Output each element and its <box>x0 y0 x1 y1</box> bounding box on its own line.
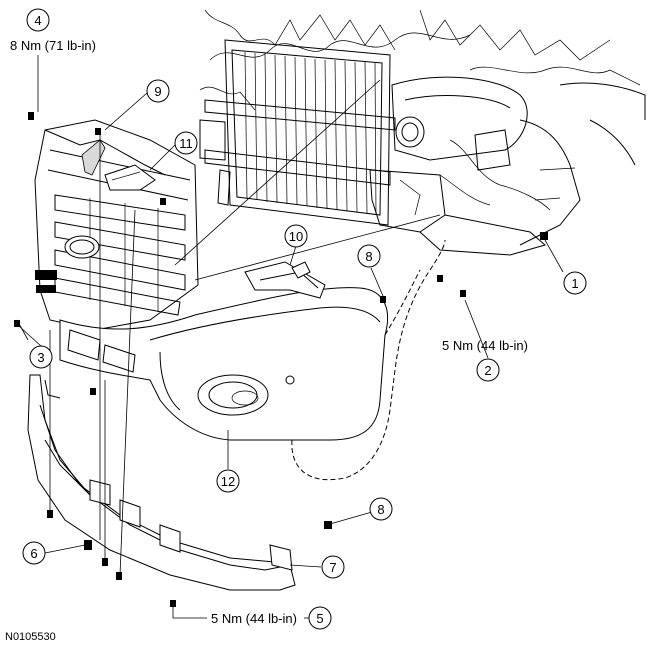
callout-7: 7 <box>321 555 345 579</box>
callout-6-label: 6 <box>30 546 37 561</box>
callout-8-lower: 8 <box>369 497 393 521</box>
alignment-lines <box>16 79 441 576</box>
callout-11-label: 11 <box>179 136 193 151</box>
callout-9: 9 <box>146 79 170 103</box>
callout-1-label: 1 <box>571 276 578 291</box>
callout-3: 3 <box>29 345 53 369</box>
callout-6: 6 <box>22 541 46 565</box>
callout-7-label: 7 <box>329 560 336 575</box>
bracket-9 <box>81 139 106 176</box>
grille-assembly <box>34 119 199 331</box>
callout-4: 4 <box>26 8 50 32</box>
callout-8-upper: 8 <box>357 244 381 268</box>
callout-2: 2 <box>476 358 500 382</box>
callout-8-upper-label: 8 <box>365 249 372 264</box>
callout-5-label: 5 <box>316 611 323 626</box>
callout-4-label: 4 <box>34 13 41 28</box>
bumper-cover <box>59 239 446 481</box>
callout-9-label: 9 <box>154 84 161 99</box>
callout-8-lower-label: 8 <box>377 502 384 517</box>
bracket-10 <box>244 261 326 299</box>
torque-spec-item4: 8 Nm (71 lb-in) <box>10 38 96 53</box>
callout-10: 10 <box>284 224 308 248</box>
callout-1: 1 <box>563 271 587 295</box>
callout-5: 5 <box>308 606 332 630</box>
vehicle-front-structure <box>199 9 646 256</box>
callout-11: 11 <box>174 131 198 155</box>
callout-12-label: 12 <box>221 474 235 489</box>
callout-3-label: 3 <box>37 350 44 365</box>
bracket-11 <box>104 164 156 191</box>
callout-10-label: 10 <box>289 229 303 244</box>
torque-spec-item2: 5 Nm (44 lb-in) <box>442 338 528 353</box>
fasteners <box>14 112 548 607</box>
callout-2-label: 2 <box>484 363 491 378</box>
torque-spec-item5: 5 Nm (44 lb-in) <box>211 611 297 626</box>
callout-12: 12 <box>216 469 240 493</box>
figure-id: N0105530 <box>5 631 56 643</box>
